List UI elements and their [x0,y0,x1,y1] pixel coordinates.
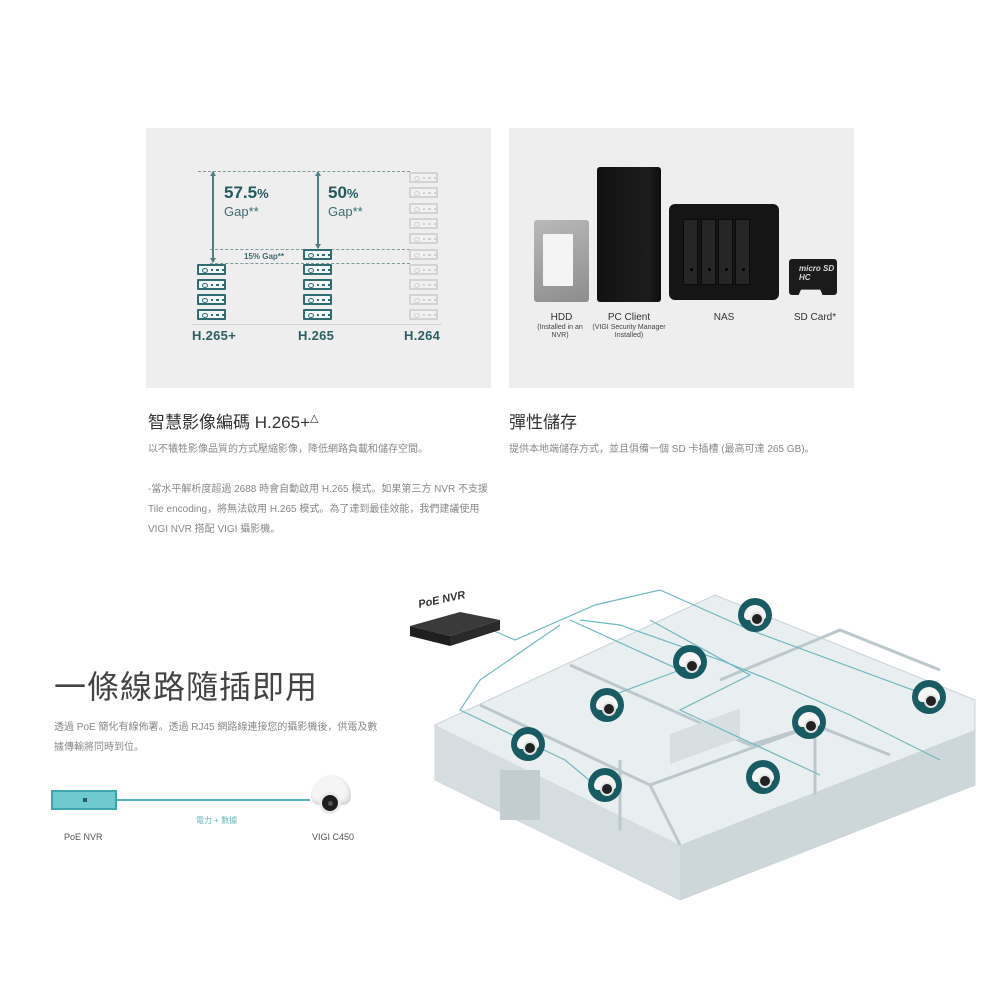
h265plus-gap-value: 57.5% [224,183,269,202]
server-icon [409,218,438,229]
camera-badge-icon [912,680,946,714]
codec-comparison-panel: 57.5% Gap** 50% Gap** 15% Gap** H.265+ H… [146,128,491,388]
poe-section-para: 透過 PoE 簡化有線佈署。透過 RJ45 網路線連接您的攝影機後，供電及數據傳… [54,722,378,753]
server-icon [303,279,332,290]
server-icon [197,294,226,305]
server-icon [303,249,332,260]
device-name-hdd: HDD [550,312,573,323]
server-icon [197,309,226,320]
hdd-image [534,220,589,302]
low-dashed-line [210,263,410,264]
device-name-nas: NAS [713,312,735,323]
sd-card-image: micro SD HC [789,259,837,295]
codec-label-h264: H.264 [404,328,441,343]
arrow-up-icon [209,171,216,176]
camera-badge-icon [590,688,624,722]
small-gap-label: 15% Gap** [244,252,285,261]
server-icon [197,279,226,290]
arrow-down-icon [314,244,321,249]
h265-gap-label: Gap** [328,204,363,219]
storage-section-title: 彈性儲存 [509,413,577,432]
codec-section-title: 智慧影像編碼 H.265+△ [148,412,319,432]
nvr-label: PoE NVR [64,832,103,842]
server-icon [409,309,438,320]
server-icon [303,294,332,305]
server-icon [409,264,438,275]
camera-label: VIGI C450 [312,832,355,842]
camera-badge-icon [746,760,780,794]
top-dashed-line [198,171,410,172]
cable-label: 電力 + 數據 [196,816,238,825]
camera-badge-icon [673,645,707,679]
device-name-pc-client: PC Client [607,312,651,323]
poe-nvr-device [410,593,500,646]
codec-section-para1: 以不犧牲影像品質的方式壓縮影像，降低網路負載和儲存空間。 [148,444,428,455]
device-name-sd-card: SD Card* [793,312,837,323]
poe-nvr-icon [51,790,117,810]
nas-image [669,204,779,300]
codec-label-h265plus: H.265+ [192,328,237,343]
h265-gap-value: 50% [328,183,359,202]
arrow-up-icon [314,171,321,176]
server-icon [409,279,438,290]
camera-badge-icon [738,598,772,632]
h265plus-gap-label: Gap** [224,204,259,219]
device-sub-pc-client: (VIGI Security Manager Installed) [592,324,666,339]
server-icon [409,294,438,305]
storage-options-panel: micro SD HC HDD (Installed in an NVR) PC… [509,128,854,388]
server-icon [303,264,332,275]
office-floorplan-illustration [434,589,976,901]
server-icon [409,187,438,198]
server-icon [197,264,226,275]
server-icon [409,203,438,214]
h265plus-gap-arrow [212,172,214,262]
poe-section-title: 一條線路隨插即用 [54,669,319,705]
camera-icon [309,775,353,819]
server-icon [303,309,332,320]
arrow-down-icon [209,258,216,263]
storage-section-para: 提供本地端儲存方式，並且俱備一個 SD 卡插槽 (最高可達 265 GB)。 [509,444,815,455]
codec-section-para2: -當水平解析度超過 2688 時會自動啟用 H.265 模式。如果第三方 NVR… [148,484,489,535]
server-icon [409,233,438,244]
chart-baseline [192,324,442,325]
pc-client-image [597,167,661,302]
camera-badge-icon [588,768,622,802]
camera-badge-icon [511,727,545,761]
server-icon [409,249,438,260]
camera-badge-icon [792,705,826,739]
codec-label-h265: H.265 [298,328,335,343]
poe-cable-line [117,799,310,801]
server-icon [409,172,438,183]
device-sub-hdd: (Installed in an NVR) [537,324,583,339]
h265-gap-arrow [317,172,319,248]
